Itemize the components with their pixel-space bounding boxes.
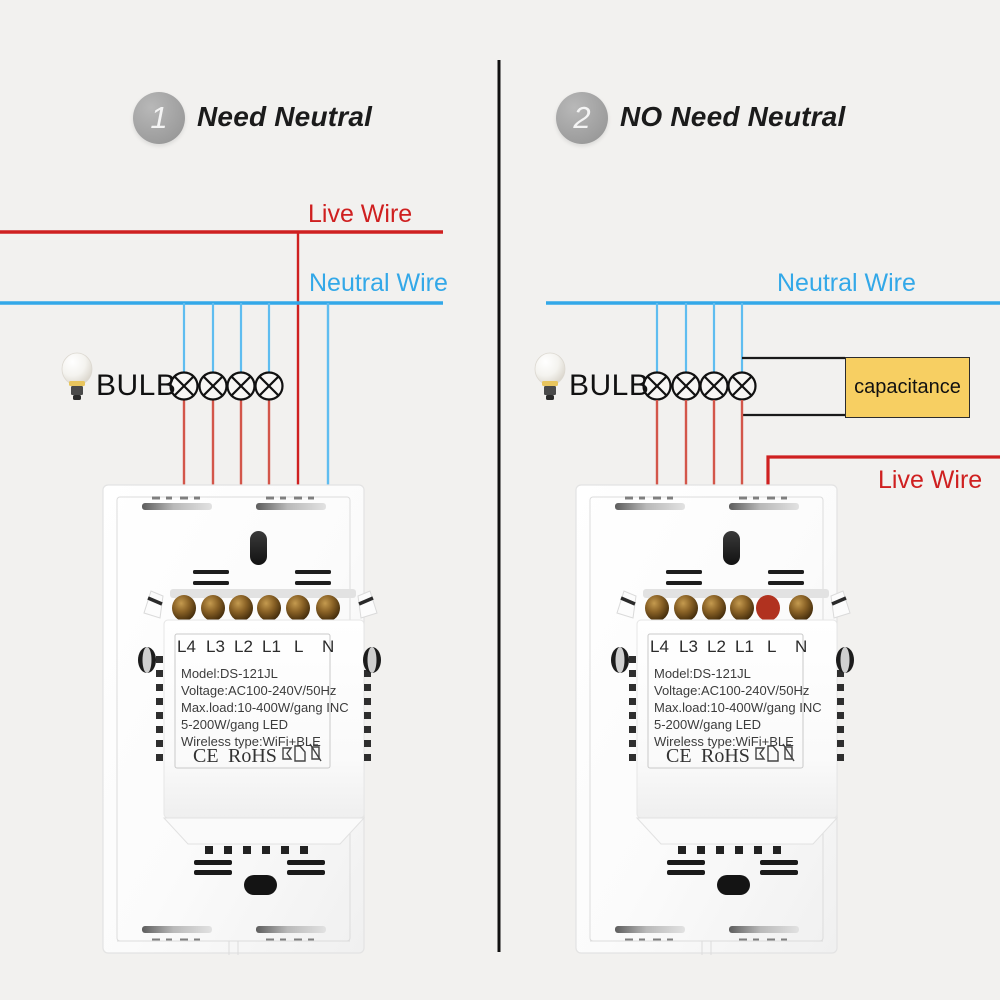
- panel-1-terminal-l4: L4: [177, 637, 196, 656]
- panel-1-terminal-l1: L1: [262, 637, 281, 656]
- panel-2-terminal-l: L: [767, 637, 777, 656]
- panel-2-terminal-l3: L3: [679, 637, 698, 656]
- panel-2-spec-maxload-led: 5-200W/gang LED: [654, 717, 761, 732]
- panel-1-bulb-label: BULB: [96, 369, 177, 402]
- panel-1-terminal-n: N: [322, 637, 335, 656]
- panel-1-terminal-l2: L2: [234, 637, 253, 656]
- panel-2-bulb-label: BULB: [569, 369, 650, 402]
- panel-2-title: NO Need Neutral: [620, 101, 846, 132]
- panel-1-spec-wireless: Wireless type:WiFi+BLE: [181, 734, 321, 749]
- panel-1-spec-maxload-inc: Max.load:10-400W/gang INC: [181, 700, 349, 715]
- panel-2-spec-wireless: Wireless type:WiFi+BLE: [654, 734, 794, 749]
- panel-1-title: Need Neutral: [197, 101, 373, 132]
- panel-2-terminal-l1: L1: [735, 637, 754, 656]
- panel-2-terminal-l2: L2: [707, 637, 726, 656]
- panel-1-spec-model: Model:DS-121JL: [181, 666, 278, 681]
- panel-2-rohs-mark: RoHS: [701, 745, 750, 767]
- capacitance-box: capacitance: [845, 357, 970, 418]
- panel-2-live-wire-label: Live Wire: [878, 466, 983, 494]
- panel-1-spec-maxload-led: 5-200W/gang LED: [181, 717, 288, 732]
- panel-1-terminal-l: L: [294, 637, 304, 656]
- panel-1-rohs-mark: RoHS: [228, 745, 277, 767]
- panel-1-terminal-l3: L3: [206, 637, 225, 656]
- panel-1-spec-voltage: Voltage:AC100-240V/50Hz: [181, 683, 337, 698]
- panel-1-number-badge: 1: [133, 92, 185, 144]
- panel-2-spec-voltage: Voltage:AC100-240V/50Hz: [654, 683, 810, 698]
- panel-2-spec-model: Model:DS-121JL: [654, 666, 751, 681]
- panel-2-neutral-wire-label: Neutral Wire: [777, 269, 916, 297]
- panel-2-terminal-l4: L4: [650, 637, 669, 656]
- panel-2-number-badge: 2: [556, 92, 608, 144]
- panel-2-spec-maxload-inc: Max.load:10-400W/gang INC: [654, 700, 822, 715]
- panel-2-ce-mark: CE: [666, 745, 692, 767]
- panel-1-ce-mark: CE: [193, 745, 219, 767]
- panel-2-terminal-n: N: [795, 637, 808, 656]
- panel-1-neutral-wire-label: Neutral Wire: [309, 269, 448, 297]
- panel-1-live-wire-label: Live Wire: [308, 200, 413, 228]
